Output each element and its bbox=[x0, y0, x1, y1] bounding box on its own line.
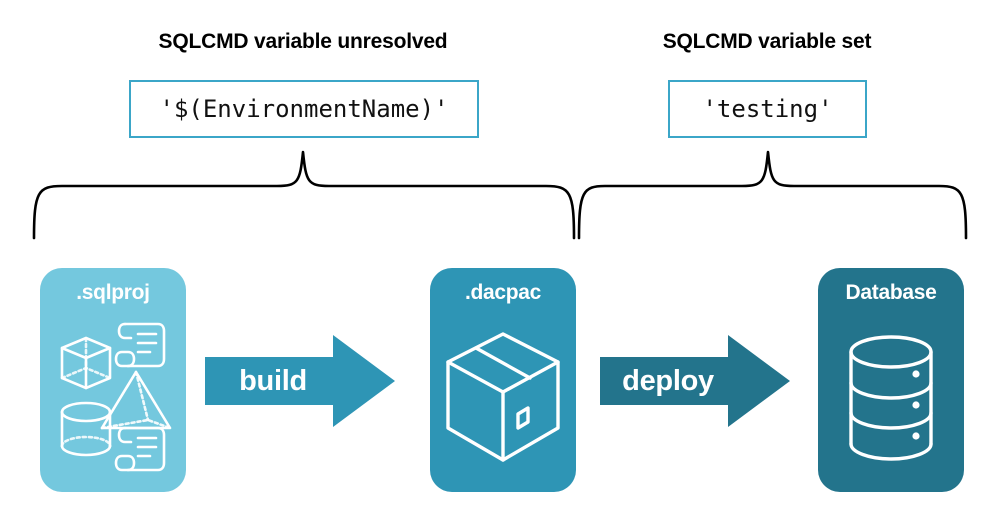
arrow-deploy-label: deploy bbox=[622, 364, 714, 397]
sqlcmd-variable-value-right: 'testing' bbox=[668, 80, 867, 138]
sqlproj-artwork bbox=[60, 322, 172, 472]
stage-label-sqlproj: .sqlproj bbox=[76, 281, 150, 304]
cylinder-icon bbox=[60, 401, 112, 457]
scroll-icon bbox=[114, 322, 166, 368]
section-heading-right: SQLCMD variable set bbox=[662, 30, 872, 53]
scroll-icon bbox=[114, 426, 166, 472]
cube-icon bbox=[60, 336, 112, 390]
left-curly-brace bbox=[32, 150, 576, 240]
stage-box-dacpac: .dacpac bbox=[430, 268, 576, 492]
package-box-icon bbox=[446, 332, 560, 462]
database-cylinder-icon bbox=[849, 335, 933, 461]
arrow-deploy: deploy bbox=[600, 333, 790, 429]
arrow-deploy-shape bbox=[600, 335, 790, 427]
arrow-build-label: build bbox=[239, 364, 307, 397]
database-status-dots bbox=[912, 370, 920, 440]
stage-box-database: Database bbox=[818, 268, 964, 492]
stage-label-database: Database bbox=[845, 281, 937, 304]
stage-label-dacpac: .dacpac bbox=[464, 281, 542, 304]
dacpac-artwork bbox=[446, 332, 560, 462]
database-artwork bbox=[849, 335, 933, 461]
right-curly-brace bbox=[577, 150, 968, 240]
section-heading-left: SQLCMD variable unresolved bbox=[158, 30, 448, 53]
arrow-build: build bbox=[205, 333, 395, 429]
stage-box-sqlproj: .sqlproj bbox=[40, 268, 186, 492]
arrow-build-shape bbox=[205, 335, 395, 427]
pyramid-icon bbox=[100, 370, 172, 430]
sqlcmd-variable-value-left: '$(EnvironmentName)' bbox=[129, 80, 479, 138]
